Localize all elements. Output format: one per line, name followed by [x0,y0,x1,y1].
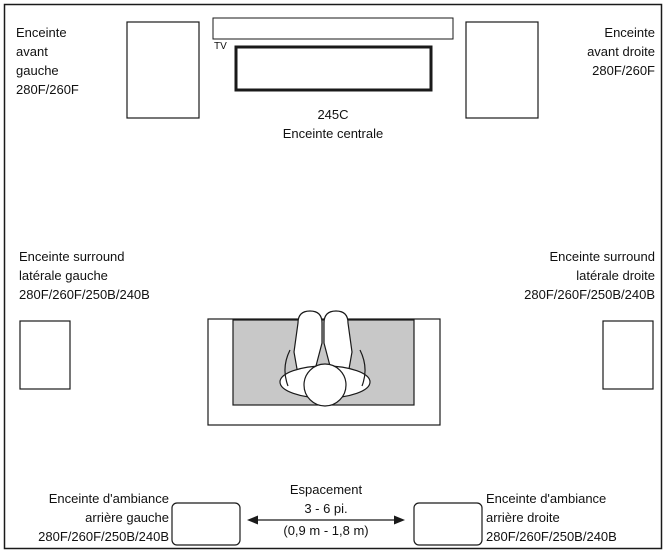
tv-screen [212,17,454,40]
center-model-label: 245C [317,107,349,122]
listener-figure [279,310,371,407]
front-left-label: Enceinte avant gauche 280F/260F [16,25,79,97]
rear-left-speaker [171,502,241,546]
center-name-label: Enceinte centrale [282,126,384,141]
surround-right-speaker [602,320,654,390]
room-outline [3,3,663,550]
spacing-feet: 3 - 6 pi. [304,501,348,516]
rear-right-label: Enceinte d'ambiance arrière droite 280F/… [486,491,617,544]
surround-right-label: Enceinte surround latérale droite 280F/2… [524,249,655,302]
tv-label: TV [214,41,227,52]
spacing-meters: (0,9 m - 1,8 m) [283,523,369,538]
spacing-title: Espacement [289,482,363,497]
front-right-speaker [465,21,539,119]
center-speaker [234,45,433,92]
spacing-arrow [247,515,405,525]
rear-right-speaker [413,502,483,546]
front-right-label: Enceinte avant droite 280F/260F [587,25,655,78]
rear-left-label: Enceinte d'ambiance arrière gauche 280F/… [38,491,169,544]
surround-left-label: Enceinte surround latérale gauche 280F/2… [19,249,150,302]
surround-left-speaker [19,320,71,390]
front-left-speaker [126,21,200,119]
